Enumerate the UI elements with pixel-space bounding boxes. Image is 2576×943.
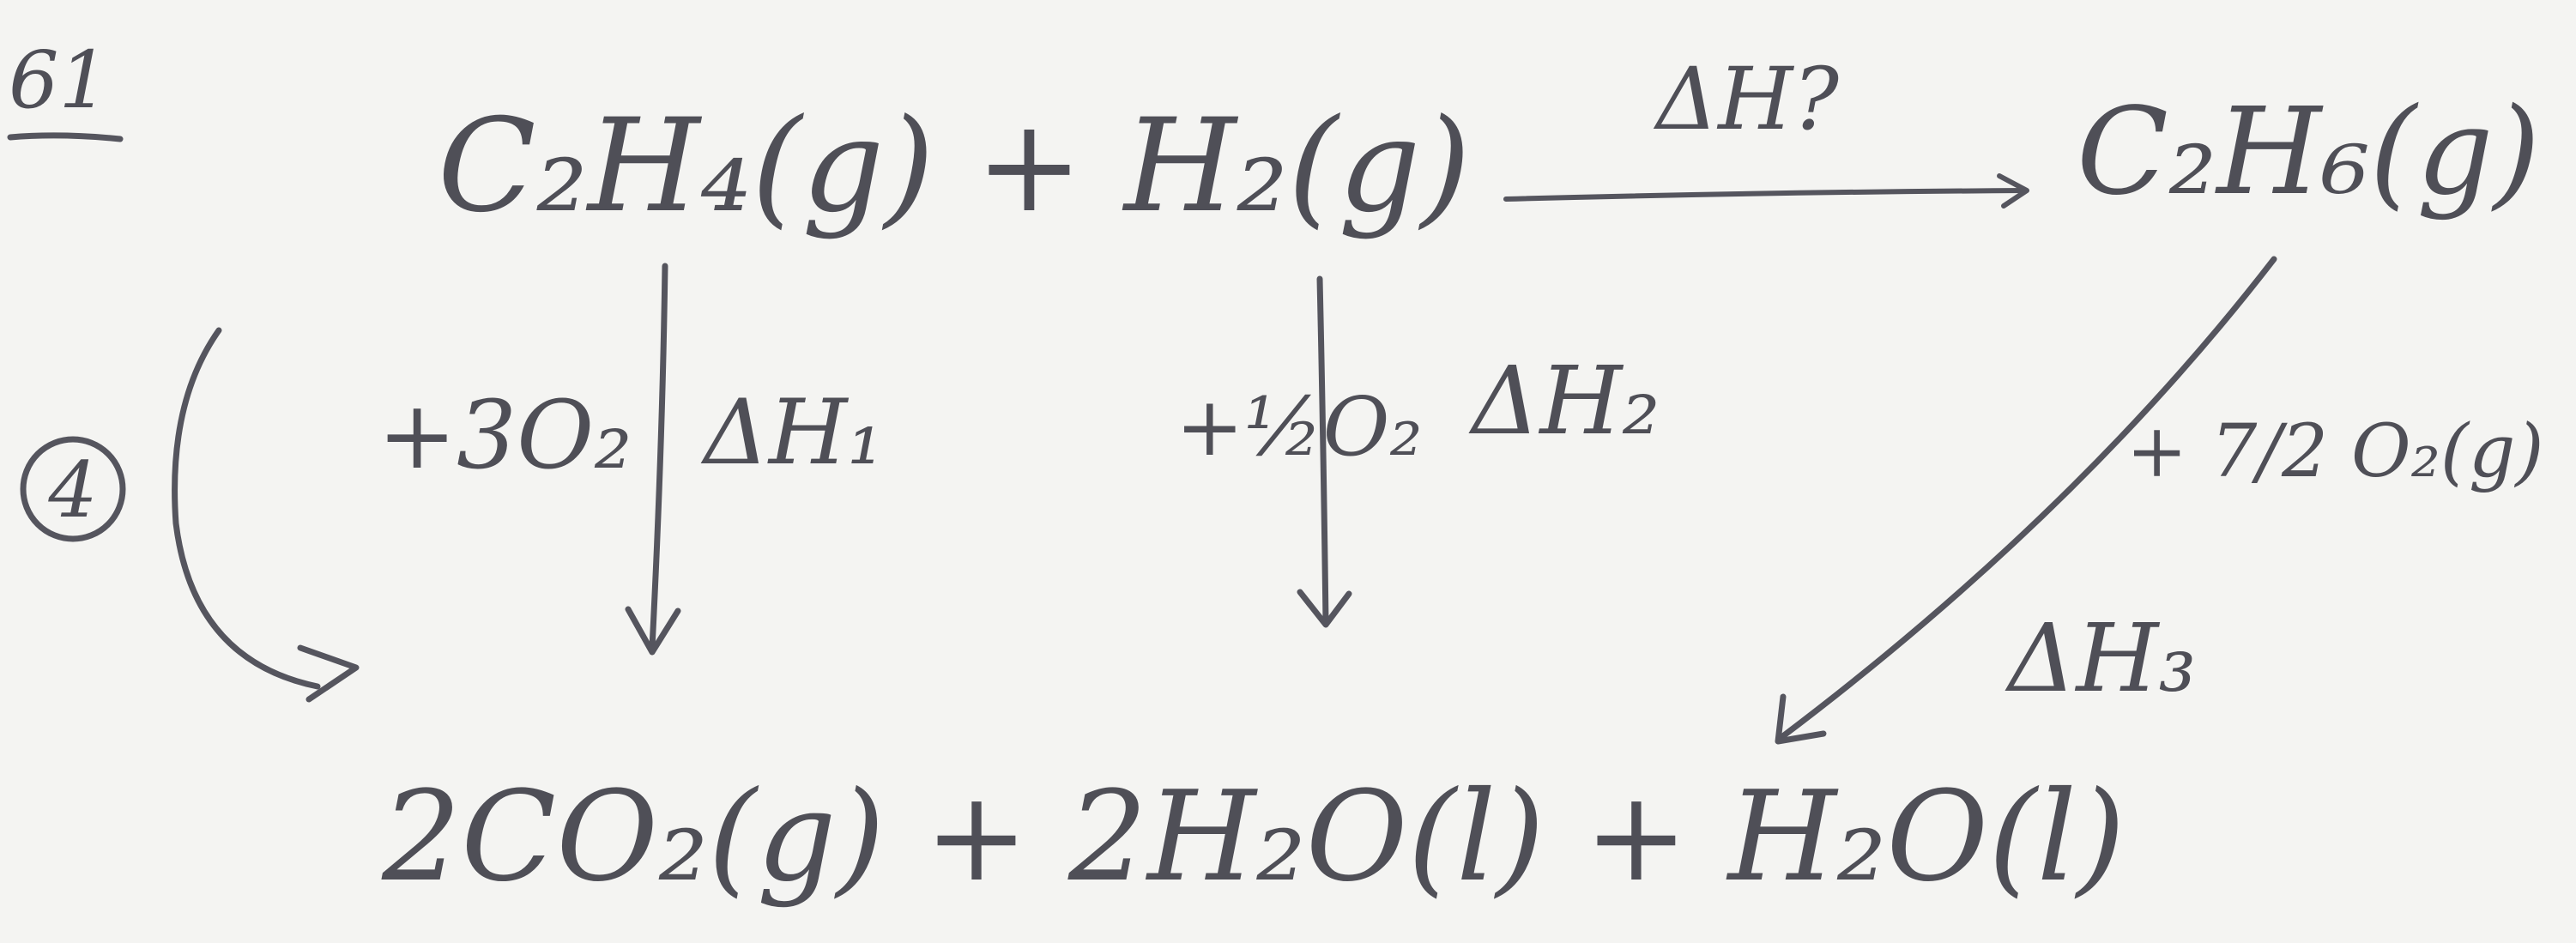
step2-enthalpy: ΔH₂ (1468, 346, 1660, 456)
combustion-products-label: 2CO₂(g) + 2H₂O(l) + H₂O(l) (381, 765, 2126, 910)
step1-enthalpy: ΔH₁ (700, 380, 884, 485)
curved-arrow (172, 327, 360, 703)
problem-number-underline (7, 132, 124, 142)
step2-reagent: +½O₂ (1176, 380, 1423, 475)
step3-arrow (1775, 256, 2277, 745)
circled-step-number: 4 (47, 445, 97, 535)
step1-arrow (625, 263, 681, 656)
step2-arrow (1297, 275, 1352, 628)
product-label: C₂H₆(g) (2077, 82, 2540, 222)
step1-reagent: +3O₂ (378, 380, 632, 490)
step3-enthalpy: ΔH₃ (2005, 603, 2196, 713)
forward-reaction-arrow (1503, 173, 2029, 209)
reactants-label: C₂H₄(g) + H₂(g) (438, 92, 1471, 241)
circled-step-marker: 4 (20, 436, 126, 542)
unknown-enthalpy-label: ΔH? (1653, 49, 1840, 149)
problem-number: 61 (9, 34, 109, 126)
step3-reagent: + 7/2 O₂(g) (2126, 409, 2544, 494)
